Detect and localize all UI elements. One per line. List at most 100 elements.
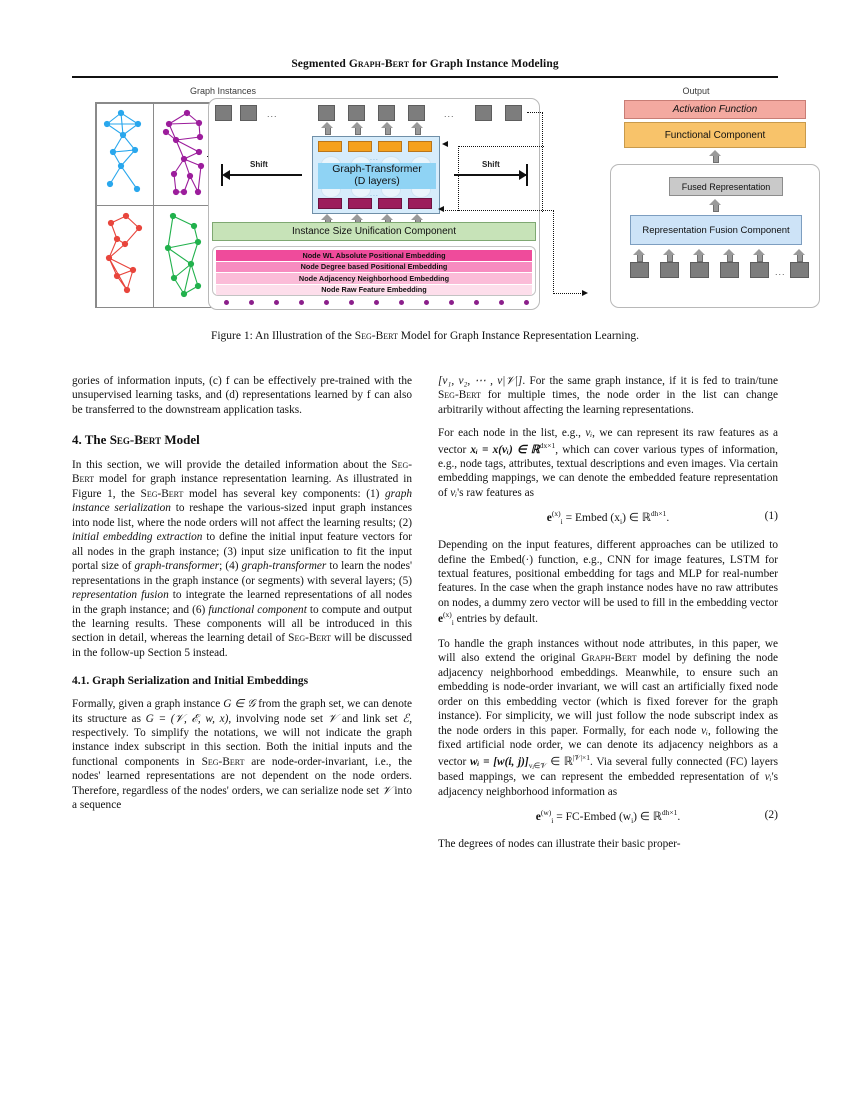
- token-box: [318, 105, 335, 121]
- graph-instances-grid: [95, 102, 211, 308]
- t: to learn the nodes' representations in t…: [72, 560, 412, 587]
- subsection-number: 4.1.: [72, 675, 90, 688]
- eq2-body-sup: dh×1: [661, 808, 678, 818]
- token-box: [475, 105, 492, 121]
- paragraph-raw-features: For each node in the list, e.g., vᵢ, we …: [438, 426, 778, 500]
- subsection-title: Graph Serialization and Initial Embeddin…: [92, 675, 309, 688]
- shift-right-label: Shift: [482, 160, 500, 169]
- arrow-up-icon: [709, 199, 722, 212]
- t: The degrees of nodes can illustrate thei…: [438, 837, 681, 850]
- graph-instances-label: Graph Instances: [189, 86, 257, 96]
- fusion-panel: Fused Representation Representation Fusi…: [610, 164, 820, 308]
- math-inline: vᵢ: [701, 724, 708, 737]
- ellipsis-top-right: ...: [444, 109, 455, 119]
- orange-token: [408, 141, 432, 152]
- t: . Via several fully connected (FC) layer…: [438, 755, 778, 784]
- paragraph-node-order: [v₁, v₂, ⋯ , v|𝒱|]. For the same graph i…: [438, 374, 778, 417]
- equation-2: e(w)i = FC-Embed (wi) ∈ ℝdh×1. (2): [438, 808, 778, 826]
- functional-component-block: Functional Component: [624, 122, 806, 148]
- t: model has several key components: (1): [183, 487, 385, 500]
- magenta-token: [378, 198, 402, 209]
- section-number: 4.: [72, 432, 82, 448]
- eq1-lhs-sub: i: [560, 517, 563, 527]
- eq2-lhs-sup: (w): [540, 808, 552, 818]
- token-box: [348, 105, 365, 121]
- graph-svg-green: [164, 212, 201, 297]
- node-dot: [374, 300, 379, 305]
- node-dot: [224, 300, 229, 305]
- t-italic: graph-transformer: [241, 560, 327, 573]
- activation-function-block: Activation Function: [624, 100, 806, 119]
- t-sc: Graph-Bert: [581, 652, 637, 665]
- dashed-recurrence-right: [542, 112, 543, 212]
- embedding-row: Node Raw Feature Embedding: [216, 284, 532, 295]
- t: to define the initial input feature vect…: [72, 531, 412, 573]
- t: into a sequence: [72, 784, 412, 812]
- fused-representation-block: Fused Representation: [669, 177, 783, 196]
- figure-1: Graph Instances Output: [72, 86, 820, 326]
- section-title-pre: The: [84, 432, 110, 448]
- output-label: Output: [682, 86, 710, 96]
- t: , respectively. To simplify the notation…: [72, 712, 413, 768]
- t: model for graph instance representation …: [72, 473, 412, 500]
- math-sup: |𝒱|×1: [572, 752, 590, 762]
- magenta-token: [348, 198, 372, 209]
- t: model by defining the node adjacency nei…: [438, 652, 778, 737]
- arrow-up-icon: [693, 249, 706, 262]
- paragraph-degrees: The degrees of nodes can illustrate thei…: [438, 837, 778, 851]
- math-inline: vᵢ: [450, 486, 458, 499]
- graph-transformer-line2: (D layers): [354, 175, 400, 187]
- eq1-tail: .: [666, 512, 670, 525]
- math-inline: ℰ: [402, 712, 410, 725]
- magenta-token: [408, 198, 432, 209]
- t-italic: functional component: [208, 603, 307, 616]
- t: and link set: [337, 712, 403, 725]
- embedding-row: Node Adjacency Neighborhood Embedding: [216, 273, 532, 284]
- node-dot: [474, 300, 479, 305]
- node-dot: [299, 300, 304, 305]
- node-dot: [424, 300, 429, 305]
- token-box: [215, 105, 232, 121]
- t: To handle the graph instances without no…: [438, 637, 778, 665]
- ellipsis-transformer-bottom: ...: [370, 191, 379, 198]
- paragraph-embed-function: Depending on the input features, differe…: [438, 538, 778, 628]
- fusion-token-box: [720, 262, 739, 278]
- t: , which can cover various types of infor…: [438, 443, 779, 499]
- orange-token: [378, 141, 402, 152]
- shift-right-bar: [526, 164, 529, 186]
- fusion-token-box: [630, 262, 649, 278]
- math-inline: G ∈ 𝒢: [223, 698, 256, 711]
- caption-prefix: Figure 1: An Illustration of the: [210, 330, 355, 342]
- t: , involving node set: [228, 712, 328, 725]
- representation-fusion-component-block: Representation Fusion Component: [630, 215, 802, 245]
- ellipsis-fusion: ...: [775, 267, 786, 277]
- arrow-head-fusion-in: [582, 290, 588, 296]
- section-heading-4: 4. The Seg-Bert Model: [72, 432, 412, 449]
- fusion-token-box: [660, 262, 679, 278]
- t-sc: Seg-Bert: [201, 755, 245, 768]
- dashed-recurrence-inner: [458, 148, 459, 211]
- dashed-recurrence-top: [527, 112, 543, 113]
- paragraph-seg-bert-overview: In this section, we will provide the det…: [72, 458, 412, 660]
- t: In this section, we will provide the det…: [72, 458, 392, 471]
- token-box: [378, 105, 395, 121]
- caption-smallcaps: Seg-Bert: [354, 330, 398, 342]
- paragraph-continued-text: gories of information inputs, (c) f can …: [72, 375, 412, 416]
- arrow-up-icon: [351, 122, 364, 135]
- arrow-up-icon: [663, 249, 676, 262]
- shift-left-shaft: [230, 174, 302, 176]
- t-sc: Seg-Bert: [140, 487, 184, 500]
- ellipsis-transformer-top: ...: [370, 155, 379, 162]
- math-inline: wᵢ = [w(i, j)]: [469, 755, 529, 768]
- math-inline: 𝒱: [327, 712, 338, 725]
- t: , we can represent its raw features as a…: [438, 427, 778, 456]
- graph-transformer-block: ... ... Graph-Transformer (D layers): [312, 136, 440, 214]
- arrow-up-icon: [793, 249, 806, 262]
- math-inline: 𝒱: [381, 784, 392, 797]
- equation-1-number: (1): [764, 510, 778, 523]
- section-title-post: Model: [161, 432, 200, 448]
- body-column-left: gories of information inputs, (c) f can …: [72, 374, 412, 822]
- t: are node-order-invariant, i.e., the node…: [72, 755, 412, 797]
- eq2-lhs-sub: i: [551, 816, 554, 826]
